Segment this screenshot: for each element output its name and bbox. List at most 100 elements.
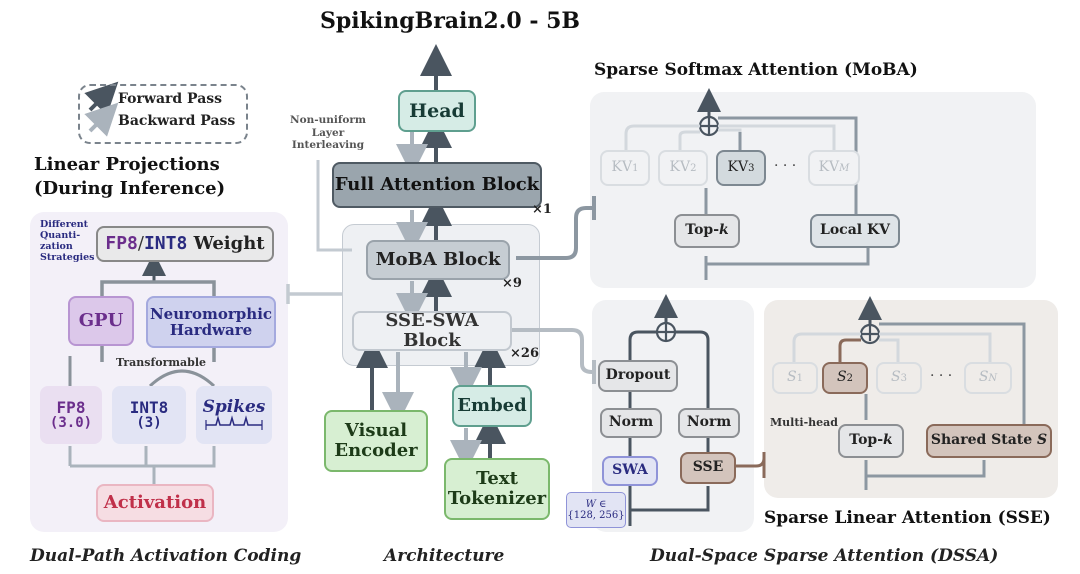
diagram-title: SpikingBrain2.0 - 5B [320,8,581,34]
quant-note-line: zation [40,240,73,252]
nonuniform-line: Interleaving [291,139,365,152]
embed-block: Embed [452,385,532,427]
fp8-encoding-top: FP8 [56,397,86,417]
sn-sub: N [988,372,998,384]
s3-label: S [891,369,901,386]
kv-ellipsis: · · · [774,158,797,174]
sse-topk-label: Top- [849,432,884,449]
kv2-label: KV [669,159,691,176]
swa-box: SWA [602,456,658,486]
weight-word: Weight [187,233,265,255]
kvm-label: KV [818,159,840,176]
s2-label: S [837,369,847,386]
quant-note-line: Quanti- [40,229,81,241]
spikes-encoding-box: Spikes [196,386,272,444]
norm-box-left: Norm [600,408,662,438]
caption-dual-path: Dual-Path Activation Coding [30,546,302,566]
visual-encoder-line2: Encoder [334,440,418,461]
sse-swa-multiplier: ×26 [510,346,539,361]
moba-topk-label: Top- [685,222,720,239]
nonuniform-note: Non-uniform Layer Interleaving [286,114,370,152]
legend-box [78,84,248,144]
int8-encoding-bottom: (3) [136,415,162,432]
sse-topk-k: k [883,432,893,449]
linear-title-line1: Linear Projections [34,154,220,175]
s3-sub: 3 [900,372,907,384]
s2-sub: 2 [846,372,853,384]
kv2-sub: 2 [690,162,697,174]
moba-topk-box: Top-k [674,214,740,248]
neuromorphic-line1: Neuromorphic [149,304,273,323]
legend-backward-label: Backward Pass [118,113,236,129]
nonuniform-line: Non-uniform [289,114,366,126]
quant-note-line: Strategies [40,251,95,263]
moba-panel-title: Sparse Softmax Attention (MoBA) [594,60,918,80]
fp8-encoding-bottom: (3.0) [49,415,93,432]
text-tokenizer-line1: Text [476,468,518,490]
int8-encoding-box: INT8 (3) [112,386,186,444]
window-size-line2: {128, 256} [567,510,625,521]
sse-panel-title: Sparse Linear Attention (SSE) [764,508,1051,528]
visual-encoder-block: Visual Encoder [324,410,428,472]
head-block: Head [398,90,476,132]
caption-dssa: Dual-Space Sparse Attention (DSSA) [650,546,999,566]
spikes-label: Spikes [202,396,266,417]
transformable-label: Transformable [116,356,206,369]
weight-fp8: FP8 [105,233,138,255]
sn-label: S [978,369,989,386]
dropout-box: Dropout [598,360,678,392]
kv3-label: KV [727,159,749,176]
sse-swa-block: SSE-SWA Block [352,311,512,351]
int8-encoding-top: INT8 [129,397,169,417]
multihead-label: Multi-head [770,416,838,429]
s1-label: S [787,369,797,386]
norm-box-right: Norm [678,408,740,438]
s1-sub: 1 [796,372,803,384]
shared-state-s: S [1037,432,1048,449]
kvm-sub: M [839,162,850,174]
s-ellipsis: · · · [930,368,953,384]
local-kv-box: Local KV [810,214,900,248]
moba-multiplier: ×9 [502,276,522,291]
quant-note-line: Different [40,219,89,230]
nonuniform-line: Layer [311,126,345,139]
weight-int8: INT8 [143,233,188,255]
window-size-line1: W ∈ [585,499,607,510]
text-tokenizer-block: Text Tokenizer [444,458,550,520]
weight-box: FP8/INT8 Weight [96,226,274,262]
caption-architecture: Architecture [384,546,505,566]
full-attention-block: Full Attention Block [332,162,542,208]
window-size-note: W ∈ {128, 256} [566,492,626,528]
shared-state-box: Shared State S [926,424,1052,458]
visual-encoder-line1: Visual [344,420,408,442]
activation-box: Activation [96,484,214,522]
text-tokenizer-line2: Tokenizer [447,488,547,509]
kv1-sub: 1 [632,162,639,174]
kv3-sub: 3 [748,162,755,174]
quant-note: Different Quanti- zation Strategies [40,219,95,264]
sse-topk-box: Top-k [838,424,904,458]
neuromorphic-box: Neuromorphic Hardware [146,296,276,348]
shared-state-label: Shared State [930,432,1038,449]
neuromorphic-line2: Hardware [169,321,253,339]
weight-slash: / [137,233,144,255]
spike-train-icon [205,415,263,431]
linear-title-line2: (During Inference) [34,178,226,199]
sse-box: SSE [680,452,736,484]
kv1-label: KV [611,159,633,176]
moba-block: MoBA Block [366,240,510,280]
moba-topk-k: k [719,222,729,239]
fp8-encoding-box: FP8 (3.0) [40,386,102,444]
full-attention-multiplier: ×1 [532,202,552,217]
legend-forward-label: Forward Pass [118,91,223,107]
